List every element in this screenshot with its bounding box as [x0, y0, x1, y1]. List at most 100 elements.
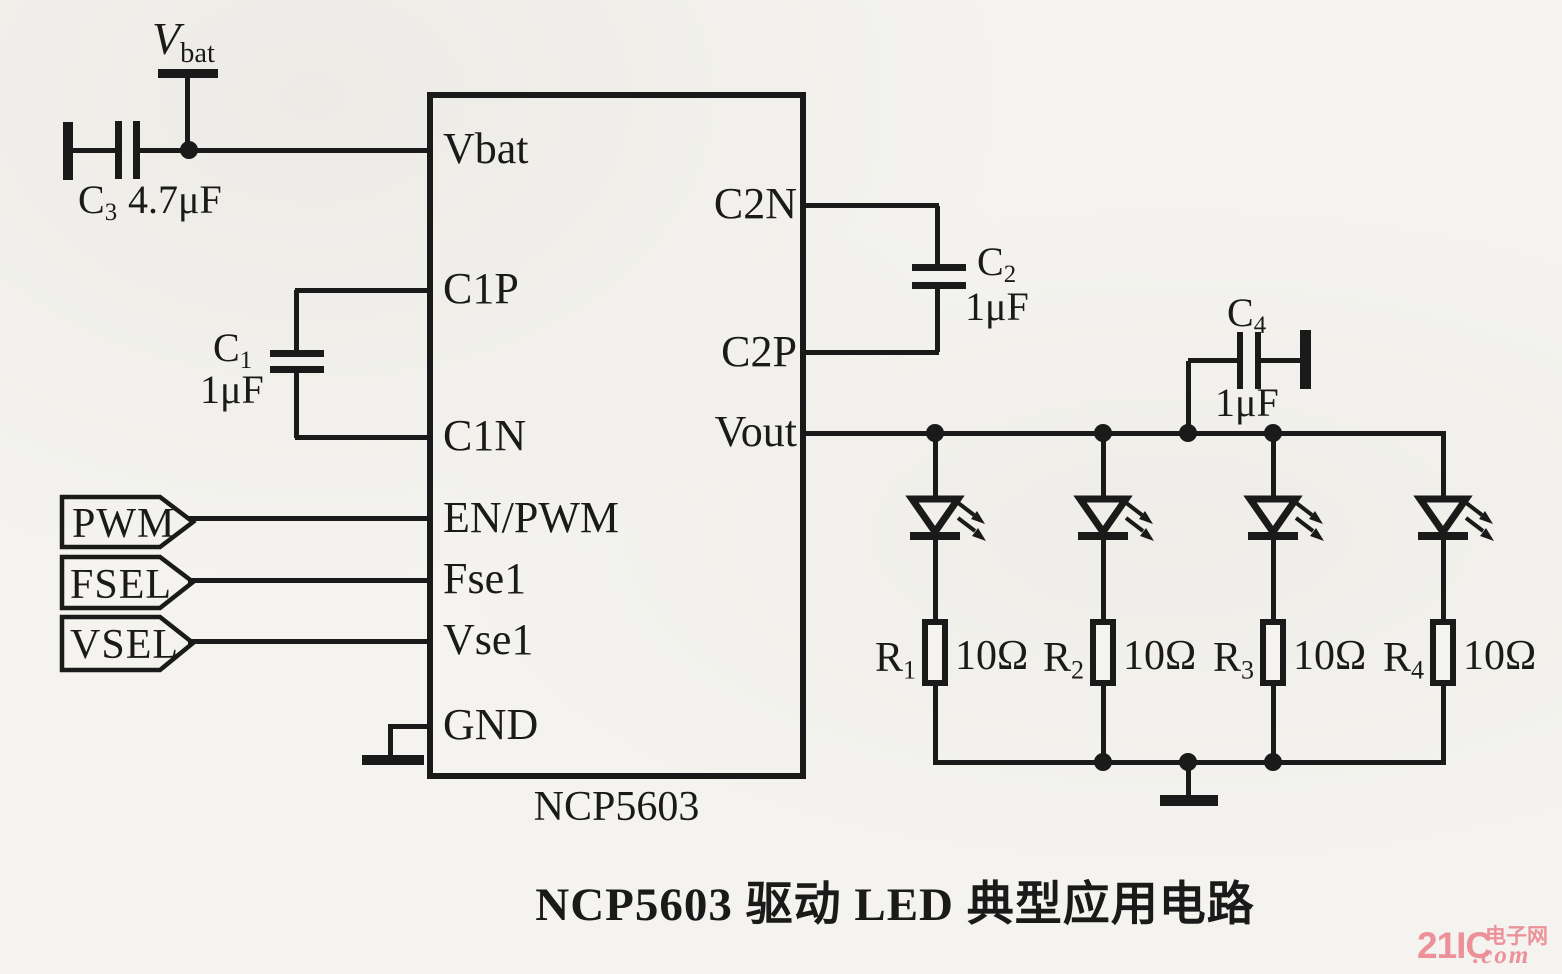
- c1-value-label: 1μF: [200, 367, 264, 412]
- c1-plate-top: [270, 350, 324, 357]
- c3-ref: C: [78, 177, 105, 222]
- led3-emission-arrow-2: [1294, 516, 1315, 533]
- c4-wire-left: [1188, 358, 1240, 363]
- led1-arrowhead-1: [971, 511, 985, 524]
- led4-cathode-wire: [1441, 539, 1446, 621]
- r2-ref: R: [1042, 635, 1071, 681]
- c4-value-label: 1μF: [1215, 380, 1279, 425]
- r4-bottom-wire: [1441, 685, 1446, 762]
- c2-drop-bottom-wire: [935, 288, 940, 352]
- resistor-r3: [1260, 619, 1286, 686]
- led2-icon: [1073, 495, 1154, 541]
- c3-terminal-bar: [63, 122, 73, 180]
- pin-label-enpwm: EN/PWM: [443, 493, 619, 542]
- c4-sub: 4: [1253, 311, 1267, 339]
- vsel-flag-label: VSEL: [70, 622, 179, 668]
- junction-dot-rail-gnd: [1179, 753, 1197, 771]
- gnd-stub-right: [1186, 764, 1191, 796]
- pin-label-c1n: C1N: [443, 411, 527, 460]
- led2-cathode-wire: [1101, 539, 1106, 621]
- schematic-title: NCP5603 驱动 LED 典型应用电路: [535, 879, 1255, 931]
- pin-label-vbat: Vbat: [443, 124, 529, 173]
- led4-anode-wire: [1441, 433, 1446, 497]
- junction-dot-vout-c4: [1179, 424, 1197, 442]
- vbat-drop-wire: [185, 78, 190, 150]
- c3-value-label: 4.7μF: [128, 177, 222, 222]
- c3-plate-right: [133, 121, 140, 179]
- c2-ref-label: C2: [977, 239, 1016, 287]
- pin-label-c2p: C2P: [721, 327, 797, 376]
- resistor-r2: [1090, 619, 1116, 686]
- c3-sub: 3: [104, 198, 118, 226]
- led4-icon: [1413, 495, 1494, 541]
- watermark-brand: 21IC: [1417, 925, 1492, 966]
- r3-value-label: 10Ω: [1293, 633, 1367, 679]
- c1-drop-top-wire: [294, 290, 299, 353]
- gnd-wire-h: [390, 724, 427, 729]
- r1-sub: 1: [902, 655, 916, 685]
- ic-name-label: NCP5603: [533, 784, 700, 830]
- c1-sub: 1: [239, 346, 253, 374]
- c1-plate-bottom: [270, 366, 324, 373]
- c4-terminal-bar: [1300, 330, 1311, 389]
- led1-emission-arrow-2: [956, 516, 977, 533]
- led2-emission-arrow-2: [1124, 516, 1145, 533]
- c4-ref: C: [1227, 290, 1254, 335]
- vbat-rail-bar: [158, 69, 218, 78]
- r1-value-label: 10Ω: [955, 633, 1029, 679]
- junction-dot-vbat: [180, 141, 198, 159]
- c1-drop-bottom-wire: [294, 372, 299, 438]
- pin-label-fsel: Fse1: [443, 554, 527, 603]
- r3-bottom-wire: [1271, 685, 1276, 762]
- c3-ref-label: C3: [78, 177, 117, 225]
- r3-ref: R: [1212, 635, 1241, 681]
- r1-ref: R: [874, 635, 903, 681]
- led4-arrowhead-2: [1480, 528, 1494, 541]
- c4-ref-label: C4: [1227, 290, 1266, 338]
- led3-icon: [1243, 495, 1324, 541]
- ic-body-ncp5603: [427, 92, 806, 779]
- c2-plate-top: [912, 264, 966, 271]
- c2n-wire: [805, 203, 939, 208]
- c2-drop-top-wire: [935, 206, 940, 266]
- pin-label-vout: Vout: [714, 407, 797, 456]
- c4-plate-right: [1255, 332, 1261, 389]
- led1-icon: [905, 495, 986, 541]
- junction-dot-rail-2: [1264, 753, 1282, 771]
- r1-ref-label: R1: [825, 635, 916, 683]
- c1n-wire: [295, 435, 427, 440]
- vout-rail: [805, 431, 1446, 436]
- c2-plate-bottom: [912, 282, 966, 289]
- r4-value-label: 10Ω: [1463, 633, 1537, 679]
- led2-emission-arrow-1: [1123, 500, 1144, 517]
- watermark-domain: .com: [1473, 942, 1531, 969]
- gnd-bar-right: [1160, 795, 1218, 806]
- c2p-wire: [805, 350, 939, 355]
- c3-wire-left: [72, 148, 116, 153]
- c4-plate-left: [1237, 332, 1243, 389]
- gnd-bar-left: [362, 755, 424, 765]
- c1-ref: C: [213, 325, 240, 370]
- led4-emission-arrow-1: [1463, 500, 1484, 517]
- junction-dot-rail-1: [1094, 753, 1112, 771]
- pwm-flag-shape: [59, 494, 197, 550]
- c2-ref: C: [977, 239, 1004, 284]
- resistor-r1: [922, 619, 948, 686]
- led3-cathode-wire: [1271, 539, 1276, 621]
- led1-triangle: [905, 495, 965, 539]
- vbat-supply-sub: bat: [180, 37, 215, 69]
- c2-sub: 2: [1003, 260, 1017, 288]
- vsel-flag-shape: [59, 614, 197, 673]
- r1-bottom-wire: [933, 685, 938, 762]
- fsel-flag-label: FSEL: [70, 562, 173, 608]
- c3-to-ic-wire: [140, 148, 428, 153]
- r2-bottom-wire: [1101, 685, 1106, 762]
- led2-triangle: [1073, 495, 1133, 539]
- pin-label-c1p: C1P: [443, 264, 519, 313]
- led3-emission-arrow-1: [1293, 500, 1314, 517]
- led3-arrowhead-1: [1309, 511, 1323, 524]
- watermark-site-cn: 电子网: [1485, 924, 1548, 948]
- pwm-wire: [188, 516, 428, 521]
- r2-value-label: 10Ω: [1123, 633, 1197, 679]
